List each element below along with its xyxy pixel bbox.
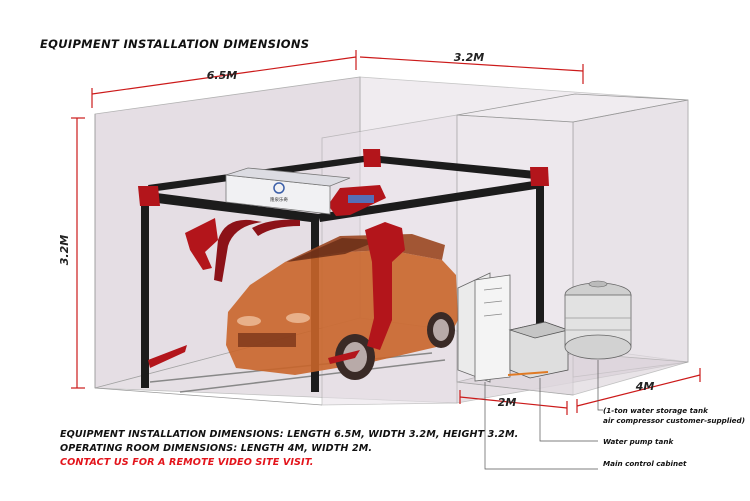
- note-equipment-dimensions: EQUIPMENT INSTALLATION DIMENSIONS: LENGT…: [60, 429, 519, 440]
- callout-pump-tank: Water pump tank: [603, 437, 674, 446]
- pump-pipe-orange: [507, 371, 549, 376]
- car-windshield: [287, 238, 380, 262]
- dim-label-room-width: 2M: [498, 396, 517, 409]
- car-headlight: [286, 313, 310, 323]
- car-headlight: [237, 316, 261, 326]
- leader-pump-tank: [539, 378, 598, 442]
- dim-label-height: 3.2M: [58, 235, 71, 265]
- callout-leaders: [484, 360, 603, 470]
- dim-label-room-length: 4M: [635, 380, 655, 393]
- gantry-corner-red: [138, 186, 160, 206]
- dim-label-width: 3.2M: [454, 51, 484, 64]
- water-storage-tank: [564, 280, 632, 360]
- dim-label-length: 6.5M: [207, 69, 237, 82]
- arc-spray-bar: [214, 219, 262, 282]
- operating-equipment: [457, 272, 632, 383]
- dim-line-room-length: [576, 374, 701, 407]
- trolley-carriage: 隆泉乐奇: [225, 167, 374, 215]
- carriage-top: [225, 167, 351, 187]
- dim-line-room-width: [459, 396, 568, 409]
- gantry-leg-left-front: [141, 201, 149, 388]
- leader-storage-tank: [597, 360, 603, 411]
- brush-arm-left: [185, 218, 218, 270]
- gantry-side-beam: [370, 155, 546, 180]
- note-operating-room-dimensions: OPERATING ROOM DIMENSIONS: LENGTH 4M, WI…: [60, 443, 373, 454]
- arc-spray-bar: [252, 219, 300, 236]
- dim-line-top-length: [91, 56, 357, 95]
- gantry-corner-red: [363, 149, 381, 167]
- gantry-rear-beam: [318, 180, 542, 222]
- contact-remote-visit-link[interactable]: CONTACT US FOR A REMOTE VIDEO SITE VISIT…: [60, 457, 314, 468]
- brand-logo-text: 隆泉乐奇: [270, 196, 288, 203]
- callout-control-cabinet: Main control cabinet: [603, 459, 687, 468]
- carriage-blue-module: [348, 195, 374, 203]
- car-wheel: [433, 319, 449, 341]
- foot-sweeper: [148, 345, 187, 368]
- main-control-cabinet-front: [474, 274, 511, 382]
- dimension-lines: [71, 50, 701, 415]
- page-title: EQUIPMENT INSTALLATION DIMENSIONS: [40, 37, 310, 51]
- room-edge: [94, 387, 323, 406]
- op-room-top: [456, 93, 689, 123]
- washer-mechanism: [148, 185, 405, 368]
- dimension-notes: EQUIPMENT INSTALLATION DIMENSIONS: LENGT…: [60, 428, 518, 470]
- callout-storage-tank-line1: (1-ton water storage tank: [603, 406, 709, 415]
- brush-arm-right: [365, 222, 405, 350]
- gantry-leg-rear: [536, 185, 544, 352]
- gantry-front-beam: [141, 191, 319, 223]
- brand-logo-icon: [273, 182, 285, 194]
- foot-sweeper: [328, 350, 360, 364]
- car-grille: [238, 333, 296, 347]
- callout-storage-tank-line2: air compressor customer-supplied): [603, 416, 745, 425]
- leader-control-cabinet: [484, 382, 598, 470]
- dim-line-top-width: [359, 56, 584, 72]
- gantry-corner-red: [530, 167, 549, 186]
